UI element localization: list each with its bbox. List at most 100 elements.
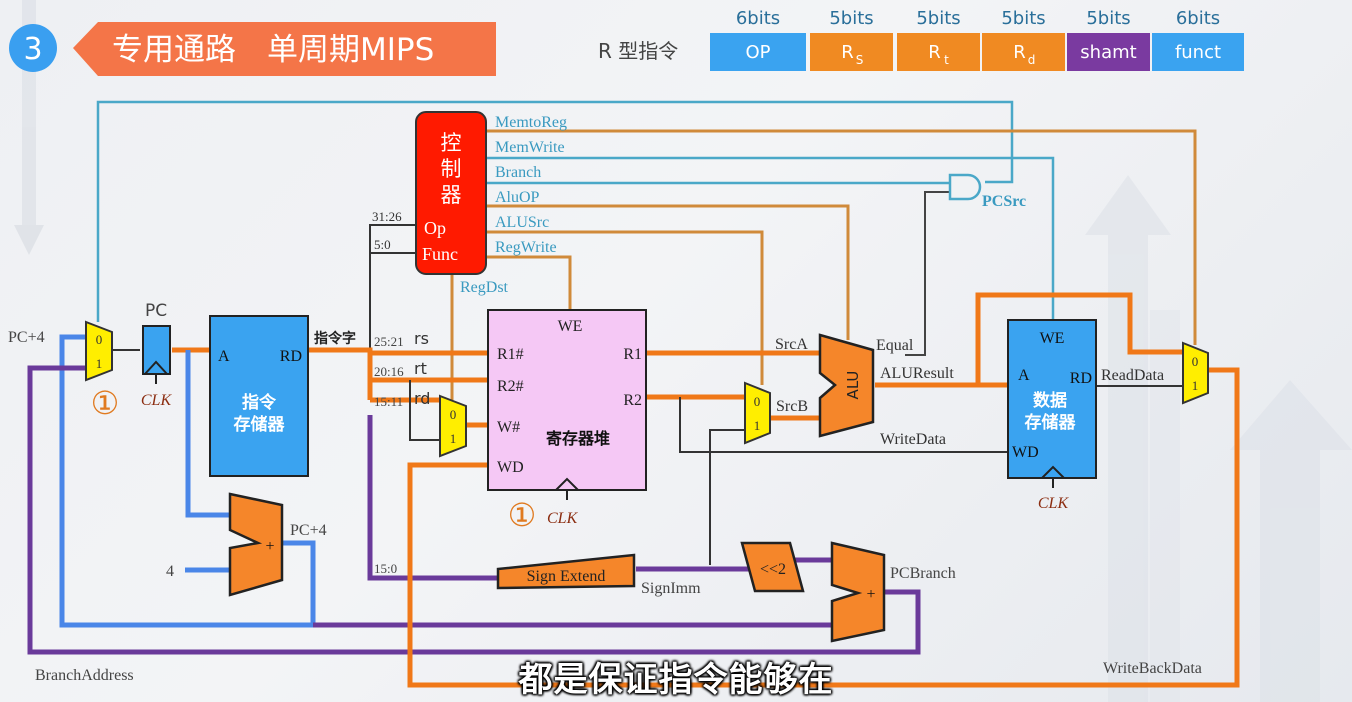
rt-label: rt: [414, 359, 427, 378]
step-marker-pc: ①: [91, 384, 120, 422]
mux-input-0: 0: [96, 332, 103, 347]
branch-address-label: BranchAddress: [35, 667, 134, 684]
field-bits-label: 5bits: [829, 8, 873, 29]
pc-adder: + 4 PC+4: [166, 492, 327, 597]
register-file: WE R1# R2# W# WD R1 R2 寄存器堆 CLK ①: [487, 309, 647, 534]
write-back-data-label: WriteBackData: [1103, 660, 1202, 677]
wires: [27, 100, 1240, 688]
regfile-name: 寄存器堆: [546, 429, 610, 448]
field-bits-label: 5bits: [916, 8, 960, 29]
control-signal-aluop: AluOP: [495, 189, 540, 206]
step-number: 3: [23, 32, 42, 67]
regfile-we: WE: [558, 318, 583, 335]
field-subscript: d: [1028, 53, 1036, 67]
dmem-name-2: 存储器: [1025, 412, 1077, 433]
format-field-5: 6bits funct: [1152, 8, 1244, 71]
field-box: [710, 33, 806, 71]
title-banner: [73, 22, 496, 76]
mux-input-0: 0: [450, 407, 457, 422]
rd-bits-label: 15:11: [374, 394, 403, 409]
regfile-clk-label: CLK: [547, 510, 579, 527]
dmem-rd: RD: [1070, 370, 1092, 387]
clock-edge-icon: [1041, 465, 1065, 479]
field-box: [897, 33, 980, 71]
section-header: 3 专用通路 单周期MIPS: [9, 22, 496, 76]
dmem-clk-label: CLK: [1038, 495, 1070, 512]
dmem-a: A: [1018, 367, 1030, 384]
mux-input-0: 0: [1192, 354, 1199, 369]
sign-extend-label: Sign Extend: [527, 568, 606, 585]
field-bits-label: 6bits: [1176, 8, 1220, 29]
format-label: R 型指令: [598, 39, 678, 63]
regfile-r2: R2: [623, 392, 642, 409]
controller-char-2: 制: [441, 157, 462, 181]
clock-edge-icon: [144, 360, 168, 375]
const-four-label: 4: [166, 563, 174, 580]
format-field-4: 5bits shamt: [1067, 8, 1150, 71]
adder-output-label: PC+4: [290, 522, 327, 539]
rt-bits-label: 20:16: [374, 364, 404, 379]
pcsrc-label: PCSrc: [982, 193, 1026, 210]
background-decoration: [14, 0, 1352, 702]
writedata-label: WriteData: [880, 431, 946, 448]
regfile-wd: WD: [497, 459, 524, 476]
regfile-r1n: R1#: [497, 346, 524, 363]
op-label: Op: [424, 218, 446, 238]
field-bits-label: 6bits: [736, 8, 780, 29]
mux-input-1: 1: [1192, 378, 1199, 393]
field-box: [982, 33, 1065, 71]
srcb-mux: 0 1: [744, 381, 771, 445]
rs-bits-label: 25:21: [374, 334, 404, 349]
equal-label: Equal: [876, 337, 914, 354]
field-bits-label: 5bits: [1086, 8, 1130, 29]
op-bits-label: 31:26: [372, 209, 402, 224]
sign-extend: Sign Extend SignImm: [496, 553, 701, 597]
dmem-we: WE: [1040, 330, 1065, 347]
control-signal-memtoreg: MemtoReg: [495, 114, 567, 131]
regdst-label: RegDst: [460, 279, 509, 296]
field-box: [1067, 33, 1150, 71]
imem-name-1: 指令: [242, 392, 277, 413]
dmem-name-1: 数据: [1033, 390, 1067, 411]
rs-label: rs: [414, 329, 429, 348]
mux-input-1: 1: [96, 356, 103, 371]
video-subtitle: 都是保证指令能够在: [518, 660, 834, 700]
branch-adder: + PCBranch: [830, 541, 956, 643]
rd-label: rd: [414, 389, 430, 408]
control-signal-regwrite: RegWrite: [495, 239, 557, 256]
mux-input-0: 0: [754, 394, 761, 409]
regdst-mux: 0 1: [439, 394, 467, 458]
pc-plus4-label: PC+4: [8, 329, 45, 346]
instruction-memory: A RD 指令 存储器: [209, 315, 309, 477]
controller-char-1: 控: [441, 131, 462, 155]
field-name: R: [928, 42, 941, 63]
step-badge: [9, 24, 57, 72]
step-marker-regfile: ①: [508, 496, 537, 534]
data-memory: WE A RD 数据 存储器 WD CLK ReadData: [1007, 319, 1164, 512]
field-box: [810, 33, 893, 71]
imem-port-a: A: [218, 348, 230, 365]
control-signal-branch: Branch: [495, 164, 541, 181]
plus-icon: +: [866, 586, 875, 603]
pc-clk-label: CLK: [141, 392, 173, 409]
srcb-label: SrcB: [776, 398, 808, 415]
regfile-r1: R1: [623, 346, 642, 363]
page-title: 专用通路 单周期MIPS: [112, 32, 434, 68]
controller-char-3: 器: [441, 183, 462, 207]
imem-name-2: 存储器: [234, 414, 286, 435]
and-gate: PCSrc: [948, 173, 1026, 210]
alu: ALU SrcA SrcB Equal ALUResult WriteData: [775, 333, 954, 448]
regfile-r2n: R2#: [497, 378, 524, 395]
func-label: Func: [422, 244, 458, 264]
controller: 控 制 器 Op Func 31:26 5:0 MemtoRegMemWrite…: [372, 111, 567, 296]
field-name: shamt: [1080, 42, 1136, 63]
regfile-wn: W#: [497, 419, 520, 436]
imm-bits-label: 15:0: [374, 561, 397, 576]
field-name: funct: [1175, 42, 1221, 63]
